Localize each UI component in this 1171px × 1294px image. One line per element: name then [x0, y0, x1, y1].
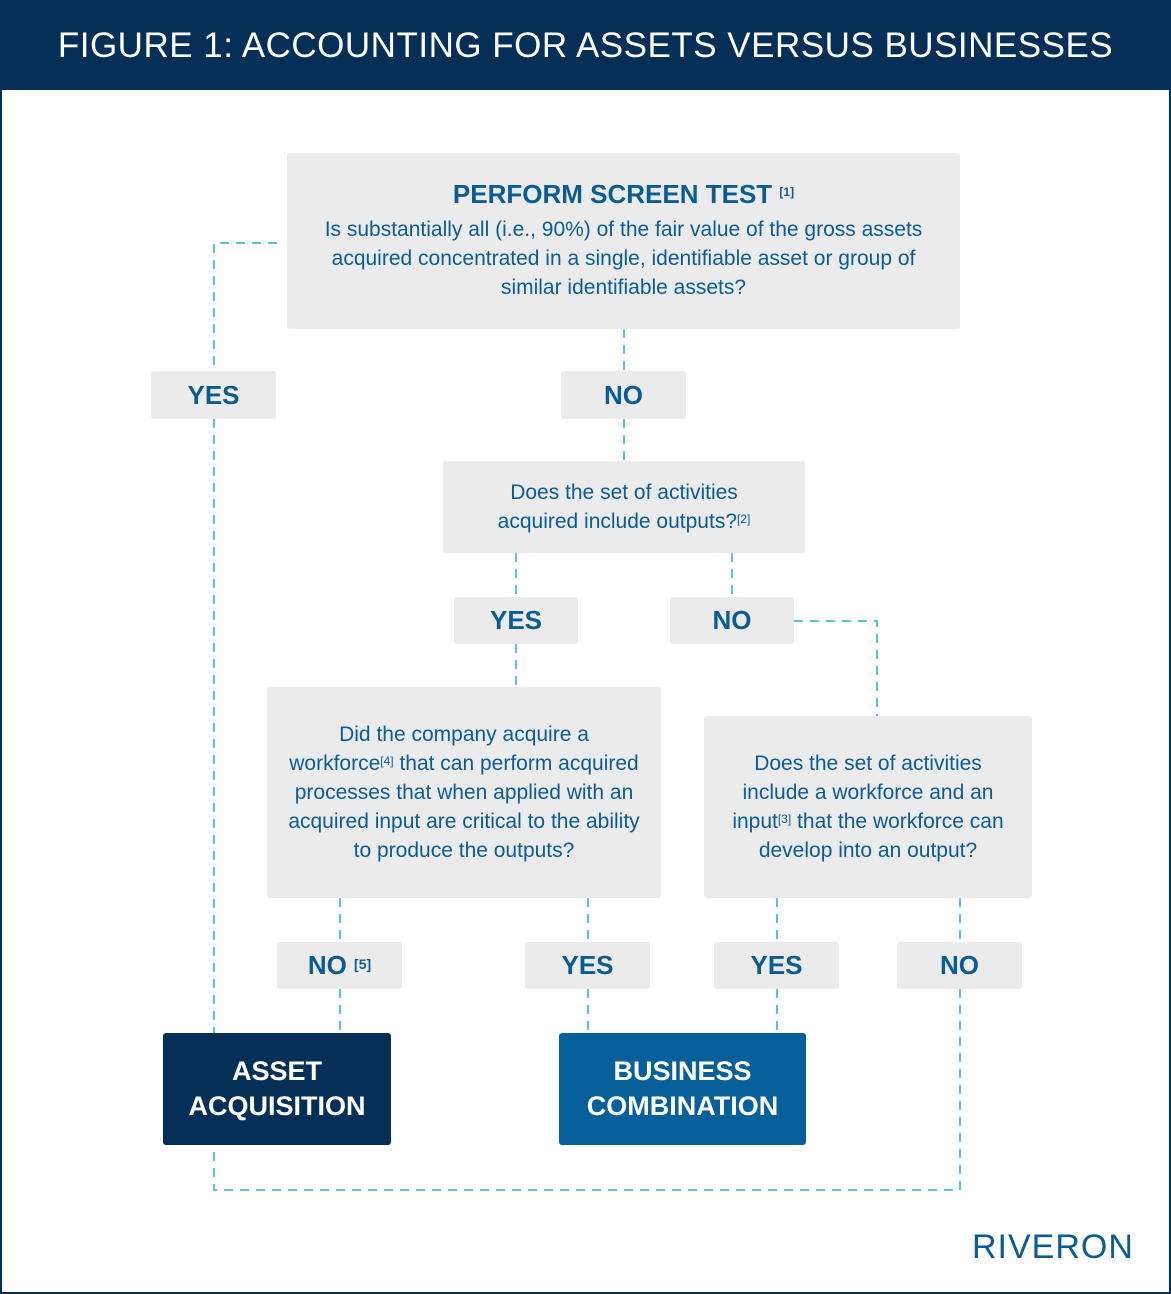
- connector: [213, 242, 277, 371]
- business-combination-box: BUSINESS COMBINATION: [559, 1033, 806, 1145]
- outputs-question-box: Does the set of activities acquired incl…: [443, 461, 805, 553]
- footnote-ref: [2]: [737, 512, 751, 526]
- label-no: NO [5]: [277, 942, 402, 989]
- workforce-question-text: Did the company acquire a workforce: [289, 723, 589, 775]
- input-question-text: that the workforce can develop into an o…: [758, 810, 1004, 862]
- workforce-question: Did the company acquire a workforce[4] t…: [285, 720, 643, 865]
- input-question-box: Does the set of activities include a wor…: [704, 716, 1032, 898]
- footnote-ref: [3]: [777, 812, 792, 826]
- label-no: NO: [670, 597, 794, 644]
- connector: [794, 620, 878, 716]
- workforce-question-text: that can perform acquired processes that…: [288, 752, 640, 862]
- input-question: Does the set of activities include a wor…: [722, 749, 1014, 865]
- footnote-ref: [5]: [354, 955, 372, 972]
- label-yes: YES: [714, 942, 839, 989]
- label-no: NO: [897, 942, 1022, 989]
- screen-test-title-text: PERFORM SCREEN TEST: [452, 179, 773, 209]
- label-no-text: NO: [307, 950, 347, 980]
- label-no: NO: [561, 371, 686, 419]
- screen-test-title: PERFORM SCREEN TEST [1]: [299, 180, 948, 209]
- footnote-ref: [4]: [380, 754, 394, 768]
- connector: [213, 989, 961, 1191]
- riveron-logo: RIVERON: [972, 1228, 1134, 1266]
- business-combination-label: BUSINESS: [613, 1056, 752, 1086]
- outputs-question: Does the set of activities acquired incl…: [483, 478, 765, 536]
- footnote-ref: [1]: [779, 185, 795, 199]
- label-yes: YES: [454, 597, 578, 644]
- workforce-question-box: Did the company acquire a workforce[4] t…: [267, 687, 661, 898]
- asset-acquisition-box: ASSET ACQUISITION: [163, 1033, 391, 1145]
- screen-test-box: PERFORM SCREEN TEST [1] Is substantially…: [287, 153, 960, 329]
- label-yes: YES: [525, 942, 650, 989]
- screen-test-question: Is substantially all (i.e., 90%) of the …: [324, 218, 923, 299]
- asset-acquisition-label: ASSET: [231, 1056, 323, 1086]
- figure-title: FIGURE 1: ACCOUNTING FOR ASSETS VERSUS B…: [2, 2, 1169, 90]
- outputs-question-text: Does the set of activities acquired incl…: [497, 481, 738, 533]
- asset-acquisition-label: ACQUISITION: [188, 1091, 366, 1121]
- input-question-text: Does the set of activities include a wor…: [732, 752, 994, 833]
- business-combination-label: COMBINATION: [586, 1091, 779, 1121]
- label-yes: YES: [151, 371, 276, 419]
